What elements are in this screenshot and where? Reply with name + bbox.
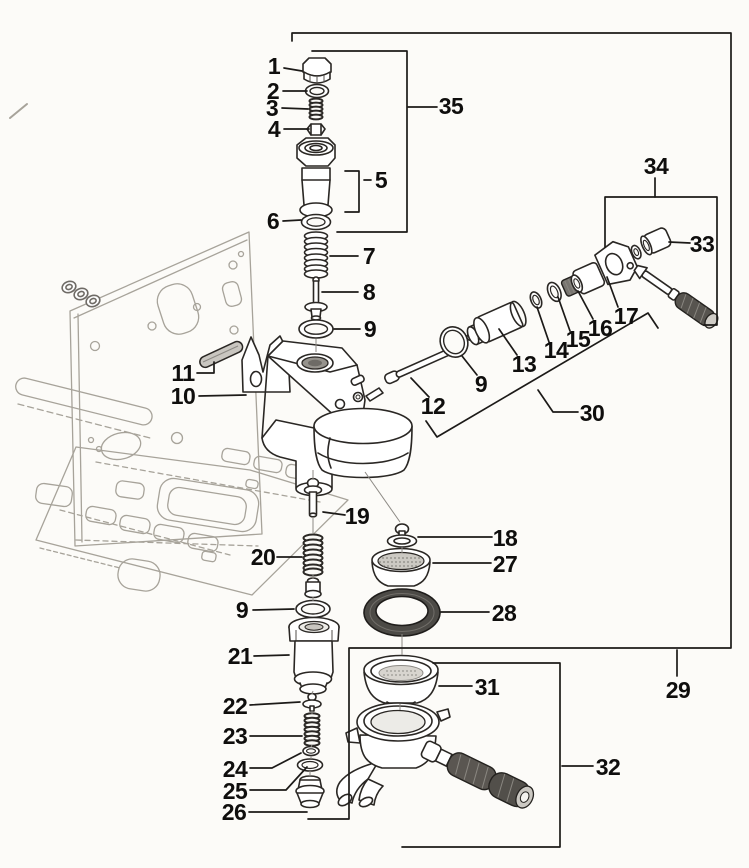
- stray-mark: [9, 103, 28, 119]
- portafilter-assembly: [336, 654, 535, 809]
- part-12-rod: [384, 348, 453, 385]
- part-20-spring: [302, 533, 324, 577]
- part-18-valve: [386, 523, 418, 548]
- mounting-washers: [61, 280, 101, 308]
- part-21-valve-housing: [288, 616, 340, 695]
- bracket-5: [344, 170, 360, 213]
- callout-label-15: 15: [566, 326, 591, 352]
- center-axis-lines: [309, 339, 403, 776]
- shower-assembly: [363, 523, 441, 637]
- callout-label-7: 7: [363, 243, 375, 269]
- bracket-29: [291, 32, 732, 820]
- callout-label-25: 25: [223, 778, 248, 804]
- bracket-34: [604, 196, 718, 326]
- callout-label-29: 29: [666, 677, 691, 703]
- callout-label-27: 27: [493, 551, 518, 577]
- washer-small: [630, 244, 642, 260]
- callout-label-30: 30: [580, 400, 605, 426]
- part-10-group-body: [241, 335, 413, 497]
- callout-label-11: 11: [171, 360, 195, 386]
- part-16-bushing: [560, 261, 606, 297]
- part-3-spring: [308, 97, 324, 121]
- callout-label-10: 10: [171, 383, 196, 409]
- bracket-32: [401, 662, 561, 848]
- callout-label-21: 21: [228, 643, 253, 669]
- part-6-gasket: [300, 213, 332, 231]
- part-2-o-ring: [304, 83, 330, 99]
- part-28-group-gasket: [363, 588, 441, 637]
- callout-label-22: 22: [223, 693, 248, 719]
- callout-label-33: 33: [690, 231, 715, 257]
- part-1-cap: [302, 57, 332, 84]
- callout-label-26: 26: [222, 799, 247, 825]
- part-11-pin: [199, 340, 244, 369]
- part-19-stem: [303, 477, 323, 518]
- callout-label-4: 4: [268, 116, 281, 142]
- grouping-brackets: [291, 32, 732, 848]
- part-31-filter-basket: [363, 654, 439, 706]
- callout-label-2: 2: [267, 78, 279, 104]
- upper-valve-stack: [296, 57, 336, 339]
- callout-label-9-a: 9: [364, 316, 376, 342]
- callout-label-32: 32: [596, 754, 621, 780]
- callout-label-18: 18: [493, 525, 518, 551]
- part-4-valve-ball: [306, 123, 326, 136]
- callout-label-1: 1: [268, 53, 281, 79]
- part-22-valve: [302, 692, 322, 712]
- piston-assembly: [384, 227, 672, 385]
- part-14-ring: [529, 291, 543, 309]
- callout-label-9-c: 9: [475, 371, 487, 397]
- part-26-fitting-nut: [295, 775, 325, 809]
- part-9-o-ring-lower: [295, 599, 331, 619]
- bracket-30: [425, 312, 659, 438]
- part-33-bushing: [640, 227, 672, 256]
- callout-label-23: 23: [223, 723, 248, 749]
- bracket-35: [311, 50, 408, 233]
- part-32-portafilter: [336, 702, 535, 809]
- callout-label-28: 28: [492, 600, 517, 626]
- callout-label-9-b: 9: [236, 597, 248, 623]
- part-24-o-ring: [302, 745, 320, 757]
- part-8-valve-stem: [304, 276, 328, 321]
- callout-label-12: 12: [421, 393, 446, 419]
- callout-label-13: 13: [512, 351, 537, 377]
- machine-frame: [9, 103, 349, 596]
- part-9-o-ring-top: [298, 319, 334, 339]
- part-27-shower-screen: [371, 547, 431, 587]
- part-5-valve-body: [296, 137, 336, 218]
- callout-label-34: 34: [644, 153, 669, 179]
- callout-label-24: 24: [223, 756, 248, 782]
- lower-valve-stack: [288, 477, 340, 809]
- guide-bushing: [304, 577, 322, 599]
- group-body-drum: [313, 407, 413, 479]
- leader-lines: [196, 67, 691, 813]
- part-7-spring: [303, 231, 329, 279]
- callout-label-20: 20: [251, 544, 276, 570]
- callout-label-31: 31: [475, 674, 500, 700]
- callout-label-14: 14: [544, 337, 569, 363]
- callout-label-16: 16: [588, 315, 613, 341]
- callout-label-6: 6: [267, 208, 279, 234]
- callout-label-17: 17: [614, 303, 639, 329]
- small-fasteners: [350, 374, 384, 403]
- part-13-piston: [466, 300, 527, 346]
- callout-label-3: 3: [266, 95, 278, 121]
- callout-label-19: 19: [345, 503, 370, 529]
- portafilter-handle: [420, 740, 535, 809]
- lever-assembly: [633, 264, 719, 329]
- callout-label-5: 5: [375, 167, 388, 193]
- callout-label-35: 35: [439, 93, 464, 119]
- part-23-spring: [303, 712, 321, 747]
- part-25-washer: [296, 758, 324, 772]
- callout-label-8: 8: [363, 279, 376, 305]
